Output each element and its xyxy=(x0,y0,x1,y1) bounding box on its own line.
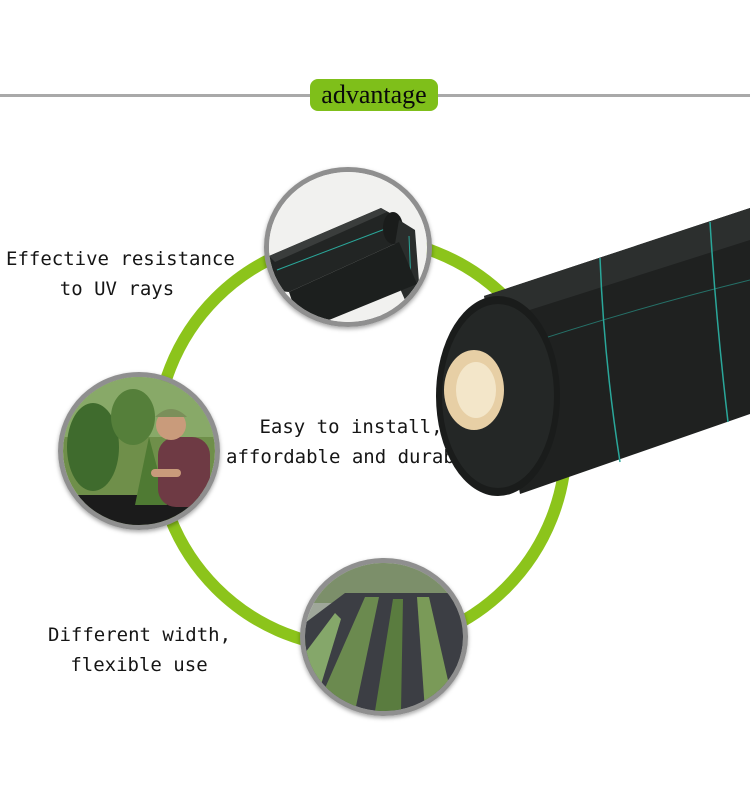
planted-rows-photo xyxy=(300,558,468,716)
feature-install-line-1: Easy to install, xyxy=(259,416,443,438)
planted-rows-icon xyxy=(305,563,463,711)
advantage-badge: advantage xyxy=(310,79,438,111)
feature-easy-install: Easy to install, affordable and durable xyxy=(226,412,478,472)
fabric-roll-icon xyxy=(436,208,750,496)
gardener-icon xyxy=(63,377,215,525)
feature-width-line-1: Different width, xyxy=(48,624,232,646)
feature-uv-resistance: Effective resistance to UV rays xyxy=(6,244,235,304)
feature-install-line-2: affordable and durable xyxy=(226,446,478,468)
feature-width-line-2: flexible use xyxy=(70,654,208,676)
feature-uv-line-1: Effective resistance xyxy=(6,248,235,270)
feature-uv-line-2: to UV rays xyxy=(59,278,175,300)
gardener-photo xyxy=(58,372,220,530)
rolled-fabric-photo xyxy=(264,167,432,327)
feature-different-width: Different width, flexible use xyxy=(48,620,232,680)
fabric-roll-image xyxy=(428,200,750,520)
rolled-fabric-icon xyxy=(269,172,427,322)
